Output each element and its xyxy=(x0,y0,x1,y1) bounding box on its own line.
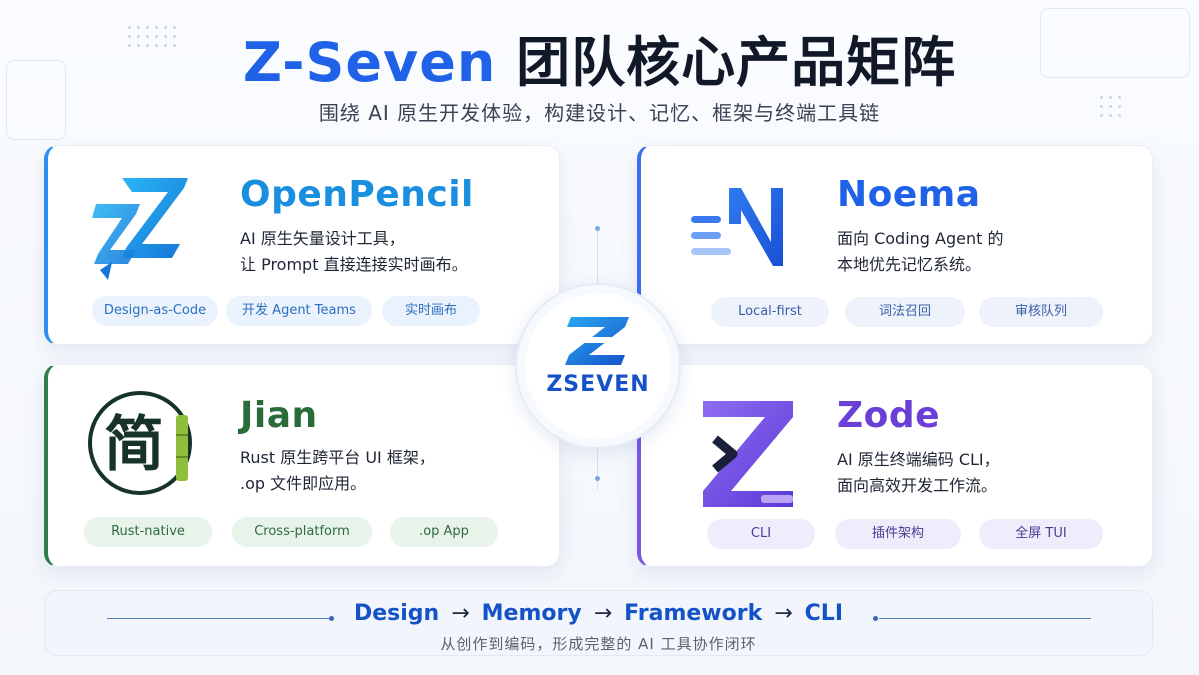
flow-line-node xyxy=(873,616,878,621)
feature-tag[interactable]: 全屏 TUI xyxy=(979,519,1103,549)
description-line: 面向 Coding Agent 的 xyxy=(837,229,1004,248)
decorative-frame-line xyxy=(1040,8,1190,78)
product-name: Zode xyxy=(837,395,941,436)
zseven-hub[interactable]: ZSEVEN xyxy=(515,283,681,449)
connector-node xyxy=(595,226,600,231)
feature-tag[interactable]: 审核队列 xyxy=(979,297,1103,327)
flow-decorative-line xyxy=(879,618,1091,619)
workflow-banner: Design → Memory → Framework → CLI 从创作到编码，形成完整的… xyxy=(44,590,1153,656)
jian-logo-icon: 简 xyxy=(88,391,192,495)
connector-line xyxy=(597,228,598,286)
flow-arrow: → xyxy=(774,601,793,626)
feature-tag[interactable]: .op App xyxy=(390,517,498,547)
description-line: 本地优先记忆系统。 xyxy=(837,255,982,274)
product-name: OpenPencil xyxy=(240,174,474,215)
zseven-logo-icon xyxy=(565,317,629,365)
connector-node xyxy=(595,476,600,481)
description-line: 让 Prompt 直接连接实时画布。 xyxy=(240,255,468,274)
feature-tag[interactable]: CLI xyxy=(707,519,815,549)
product-name: Noema xyxy=(837,174,981,215)
flow-arrow: → xyxy=(451,601,470,626)
product-card-zode[interactable]: Zode AI 原生终端编码 CLI， 面向高效开发工作流。 CLI 插件架构 … xyxy=(637,364,1153,567)
flow-step-framework: Framework xyxy=(624,601,763,626)
flow-arrow: → xyxy=(593,601,613,626)
product-description: AI 原生矢量设计工具， 让 Prompt 直接连接实时画布。 xyxy=(240,226,468,278)
title-rest: 团队核心产品矩阵 xyxy=(516,31,957,94)
product-description: AI 原生终端编码 CLI， 面向高效开发工作流。 xyxy=(837,447,1000,499)
feature-tag[interactable]: Cross-platform xyxy=(232,517,372,547)
hub-label: ZSEVEN xyxy=(546,372,650,397)
decorative-dot-grid xyxy=(128,26,176,47)
workflow-caption: 从创作到编码，形成完整的 AI 工具协作闭环 xyxy=(440,635,757,653)
flow-step-cli: CLI xyxy=(804,601,844,626)
product-card-openpencil[interactable]: OpenPencil AI 原生矢量设计工具， 让 Prompt 直接连接实时画… xyxy=(44,145,560,345)
decorative-dot-grid xyxy=(1100,96,1121,117)
feature-tag[interactable]: Design-as-Code xyxy=(92,296,218,326)
flow-decorative-line xyxy=(107,618,329,619)
feature-tag[interactable]: 词法召回 xyxy=(845,297,965,327)
flow-step-design: Design xyxy=(353,601,440,626)
flow-step-memory: Memory xyxy=(481,601,582,626)
feature-tag[interactable]: Local-first xyxy=(711,297,829,327)
zode-logo-icon xyxy=(703,401,793,507)
connector-line xyxy=(597,448,598,490)
openpencil-logo-icon xyxy=(92,178,188,280)
description-line: Rust 原生跨平台 UI 框架， xyxy=(240,448,435,467)
product-name: Jian xyxy=(240,395,318,436)
feature-tag[interactable]: 插件架构 xyxy=(835,519,961,549)
product-description: 面向 Coding Agent 的 本地优先记忆系统。 xyxy=(837,226,1003,278)
description-line: AI 原生矢量设计工具， xyxy=(240,229,405,248)
description-line: 面向高效开发工作流。 xyxy=(837,476,998,495)
title-brand: Z-Seven xyxy=(242,31,497,94)
decorative-frame-line xyxy=(6,60,66,140)
product-card-jian[interactable]: 简 Jian Rust 原生跨平台 UI 框架， .op 文件即应用。 Rust… xyxy=(44,364,560,567)
product-card-noema[interactable]: Noema 面向 Coding Agent 的 本地优先记忆系统。 Local-… xyxy=(637,145,1153,345)
workflow-steps: Design → Memory → Framework → CLI xyxy=(45,601,1152,626)
page-title: Z-Seven 团队核心产品矩阵 xyxy=(0,18,1199,97)
description-line: AI 原生终端编码 CLI， xyxy=(837,450,1000,469)
page-subtitle: 围绕 AI 原生开发体验，构建设计、记忆、框架与终端工具链 xyxy=(318,101,881,125)
feature-tag[interactable]: Rust-native xyxy=(84,517,212,547)
feature-tag[interactable]: 实时画布 xyxy=(382,296,480,326)
flow-line-node xyxy=(329,616,334,621)
noema-logo-icon xyxy=(691,188,783,266)
feature-tag[interactable]: 开发 Agent Teams xyxy=(226,296,372,326)
product-description: Rust 原生跨平台 UI 框架， .op 文件即应用。 xyxy=(240,445,435,497)
svg-text:简: 简 xyxy=(104,410,164,480)
description-line: .op 文件即应用。 xyxy=(240,474,367,493)
